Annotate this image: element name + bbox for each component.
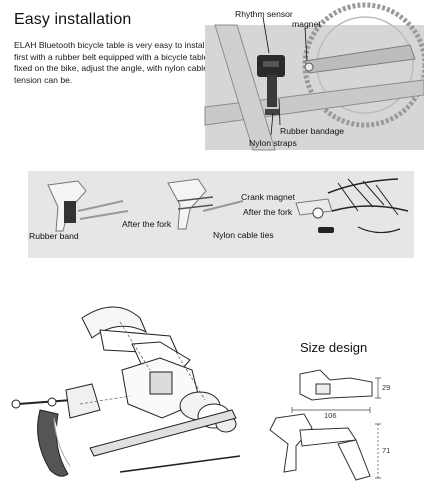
nylon-straps-label: Nylon straps xyxy=(249,138,297,148)
after-fork-label-1: After the fork xyxy=(122,219,172,229)
after-fork-label-2: After the fork xyxy=(243,207,293,217)
rhythm-sensor-label: Rhythm sensor xyxy=(235,9,293,19)
size-design-title: Size design xyxy=(300,340,368,355)
rubber-band-label: Rubber band xyxy=(29,231,79,241)
dimension-height-top: 29 xyxy=(382,383,391,392)
rubber-bandage-label: Rubber bandage xyxy=(280,126,345,136)
crank-magnet-label: Crank magnet xyxy=(241,192,295,202)
dimension-width: 106 xyxy=(324,411,337,420)
magnet-label: magnet xyxy=(292,19,321,29)
nylon-cable-ties-label: Nylon cable ties xyxy=(213,230,274,240)
section-description: ELAH Bluetooth bicycle table is very eas… xyxy=(14,40,209,85)
installation-steps-strip xyxy=(28,171,414,258)
dimension-height-bottom: 71 xyxy=(382,446,391,455)
installation-steps-illustration xyxy=(47,178,409,234)
bike-frame-illustration xyxy=(204,2,424,151)
section-title: Easy installation xyxy=(14,11,132,28)
sensor-photo xyxy=(204,2,424,151)
